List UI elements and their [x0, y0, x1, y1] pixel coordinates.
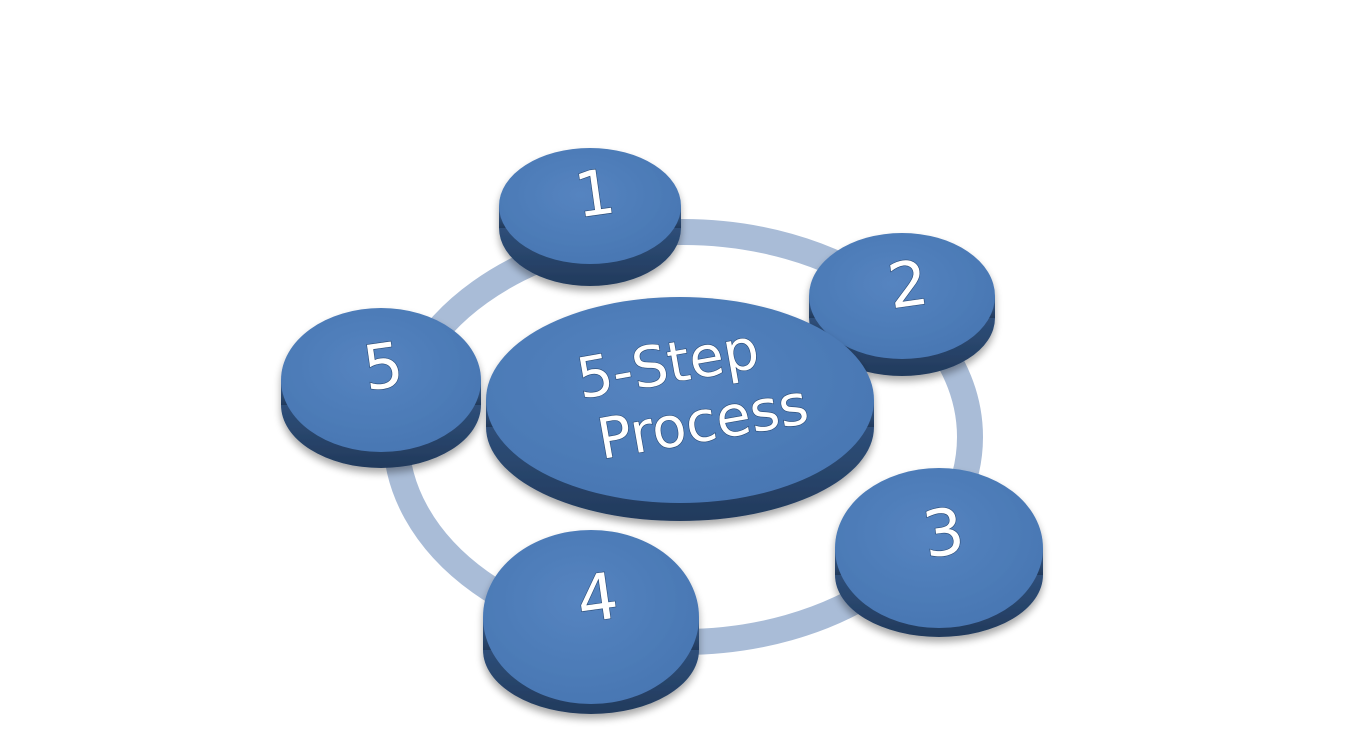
step-3-disc[interactable]: 3 [835, 468, 1043, 637]
step-5-disc[interactable]: 5 [281, 308, 481, 468]
step-2-label: 2 [883, 246, 932, 324]
step-1-disc[interactable]: 1 [499, 148, 681, 286]
center-disc[interactable]: 5-Step Process [486, 297, 874, 521]
step-4-disc[interactable]: 4 [483, 530, 699, 714]
step-5-label: 5 [359, 328, 408, 406]
step-2-disc[interactable]: 2 [809, 233, 995, 376]
